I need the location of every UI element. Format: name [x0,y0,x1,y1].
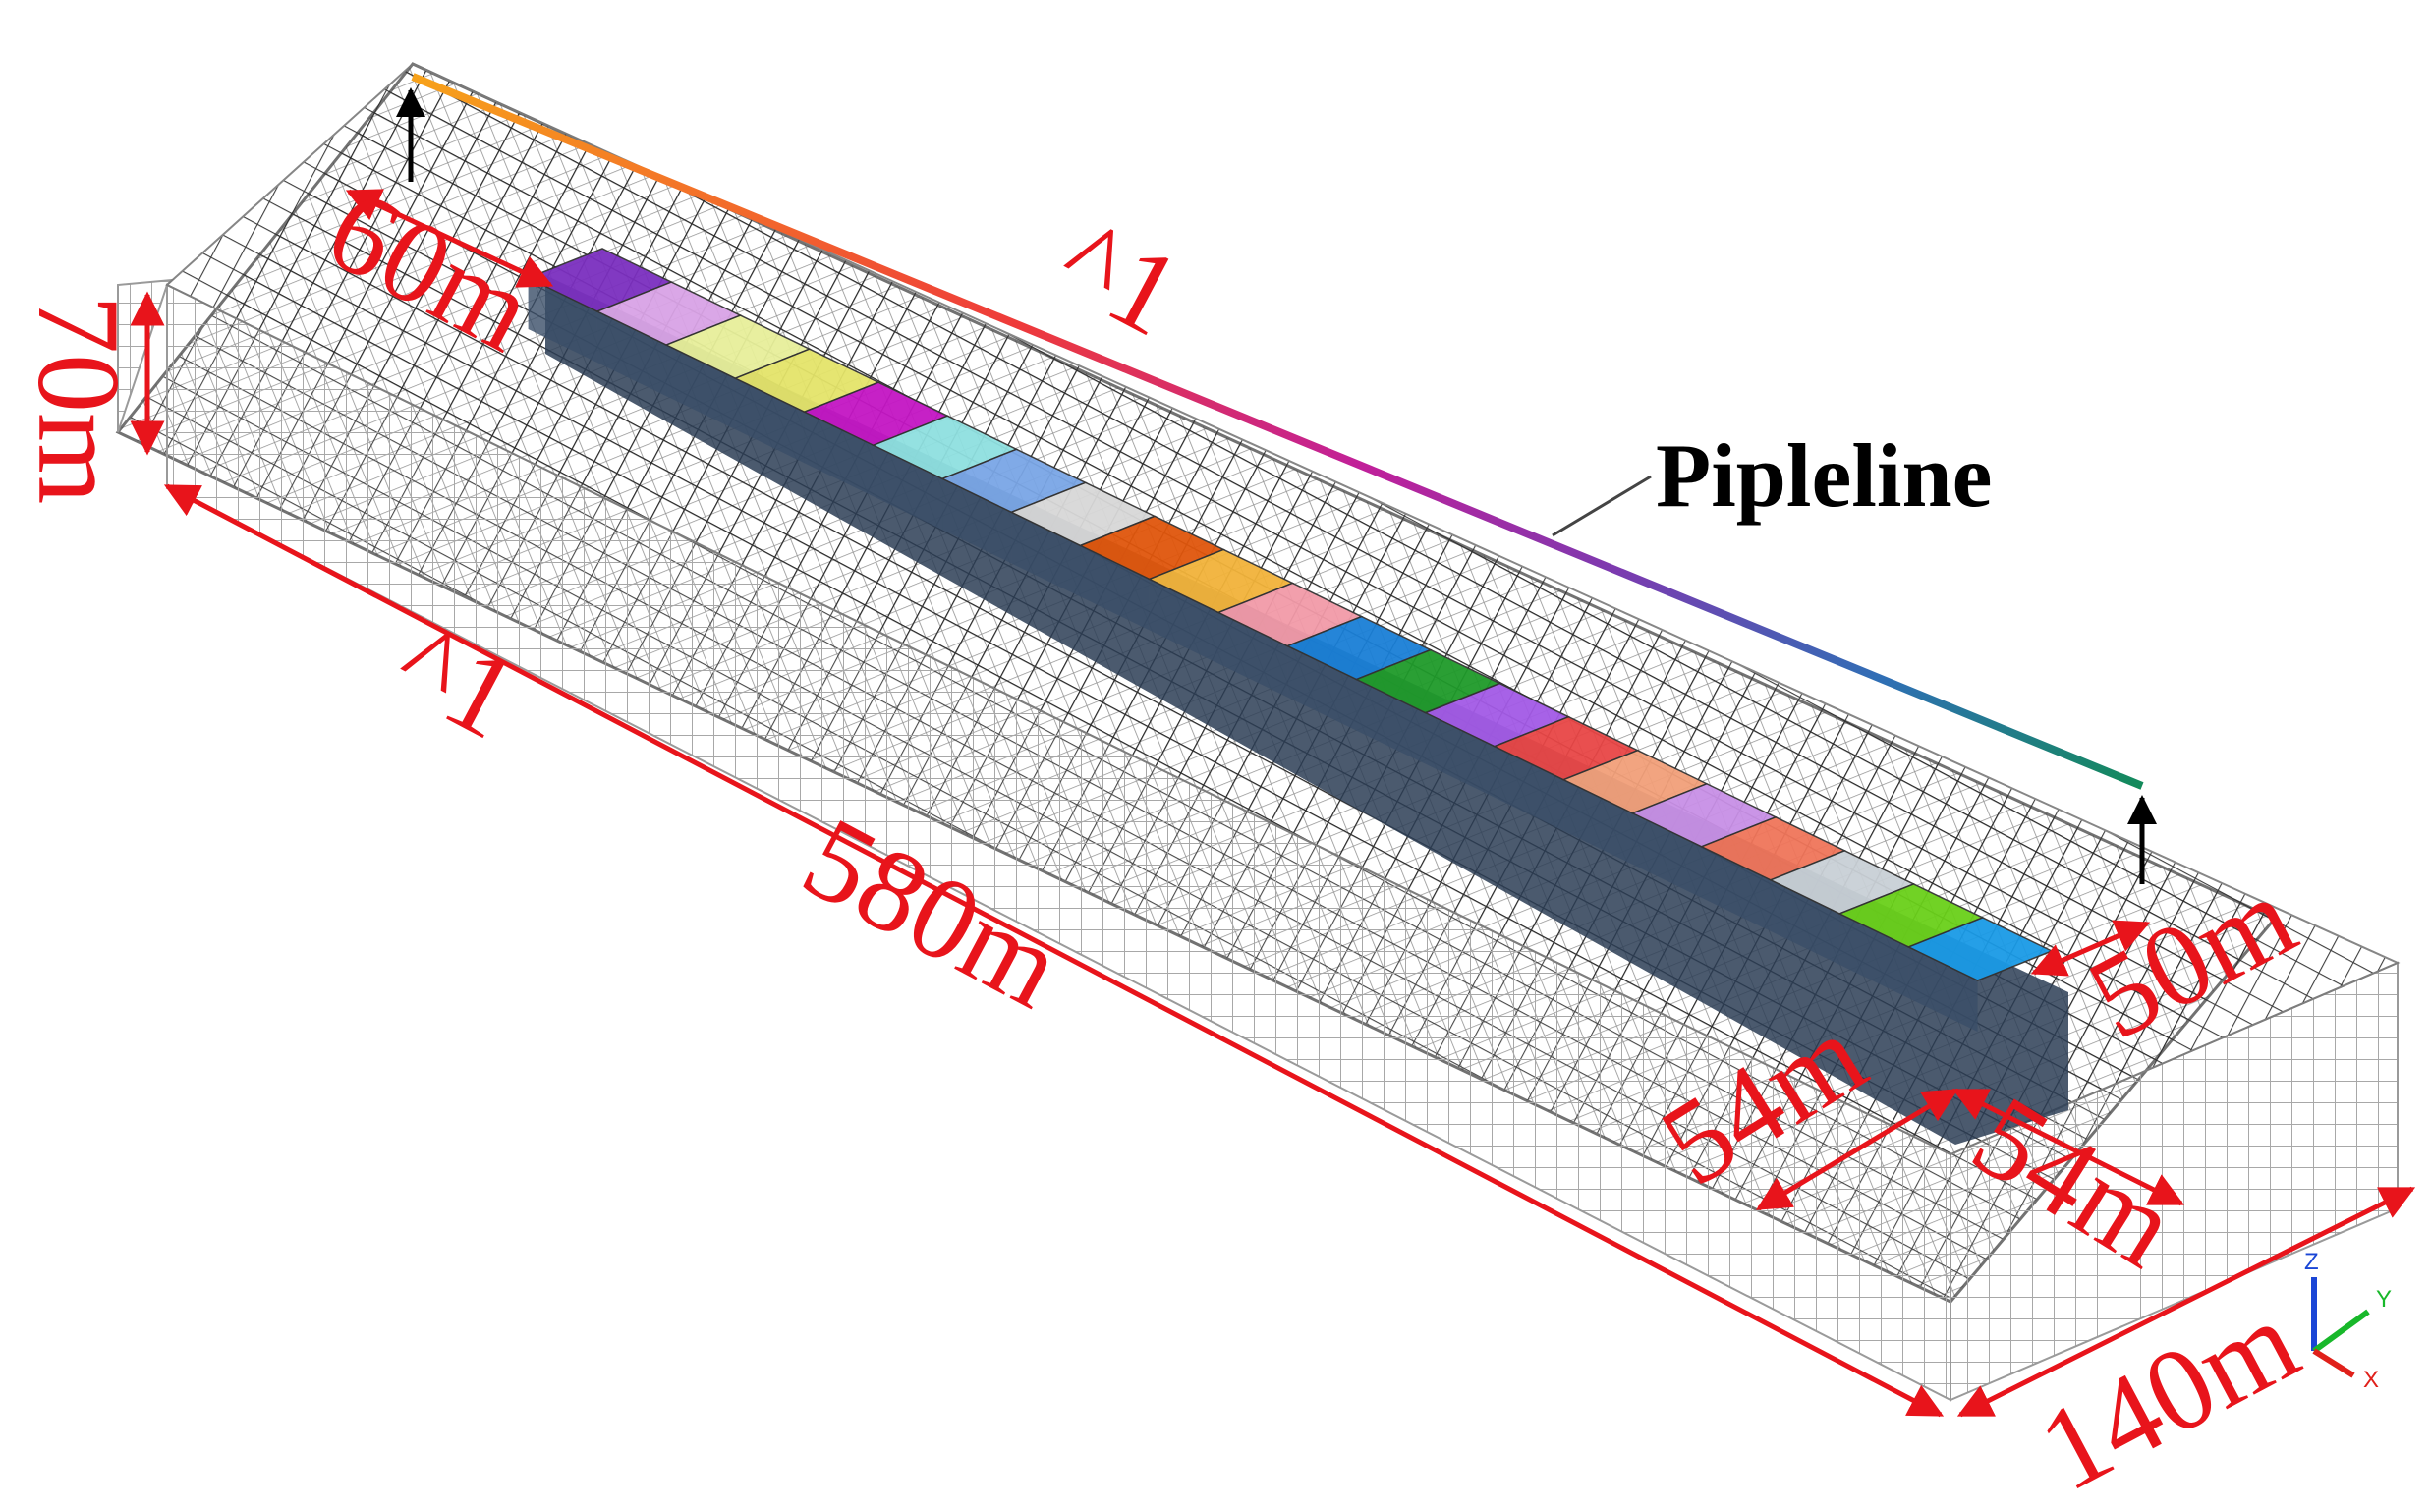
break-mark-top: ^1 [1040,193,1202,362]
cavern-block-side [735,378,805,464]
dim-cavern-a-arrow [1755,1088,1959,1211]
dim-height-label: 70m [14,295,144,504]
pipeline-label: Pipleline [1656,425,1992,526]
y-axis-label: Y [2376,1286,2392,1313]
cavern-block-side [596,311,667,397]
dim-cavern-b-arrow [1951,1088,2185,1206]
x-axis-label: X [2363,1367,2379,1393]
dim-top-width-arrow [345,189,554,288]
dim-end-arrow [2030,920,2151,977]
z-axis-label: Z [2304,1249,2319,1275]
axes-triad: Z Y X [2304,1249,2392,1393]
dim-length-arrow [163,483,1945,1418]
x-axis [2312,1348,2355,1378]
y-axis [2312,1309,2370,1354]
pipeline-leader [1552,475,1652,537]
cavern-block-side [528,278,597,364]
dim-width-arrow [1956,1186,2416,1418]
cavern-block-side [666,345,736,430]
cavern-block-side [804,412,874,497]
